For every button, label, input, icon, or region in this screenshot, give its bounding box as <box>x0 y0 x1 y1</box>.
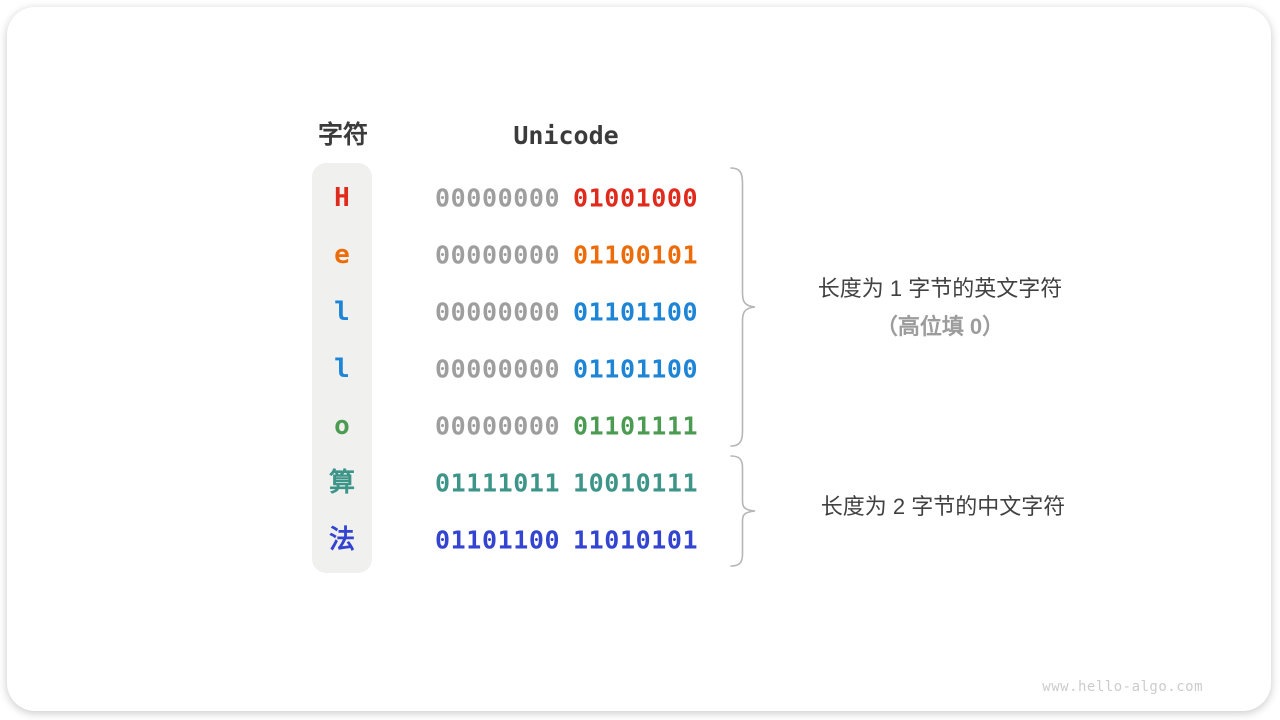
annotation-english-line1: 长度为 1 字节的英文字符 <box>817 276 1063 301</box>
unicode-high-byte: 00000000 <box>435 411 561 440</box>
encoding-row-e: e 00000000 01100101 <box>7 226 1280 283</box>
diagram-card: 字符 Unicode H 00000000 01001000 e 0000000… <box>7 7 1271 711</box>
annotation-chinese-chars: 长度为 2 字节的中文字符 <box>783 496 1103 518</box>
encoding-row-fa: 法 01101100 11010101 <box>7 511 1280 568</box>
unicode-low-byte: 01101100 <box>573 354 699 383</box>
encoding-table: H 00000000 01001000 e 00000000 01100101 … <box>7 169 1280 568</box>
unicode-high-byte: 01111011 <box>435 468 561 497</box>
annotation-chinese-line1: 长度为 2 字节的中文字符 <box>820 494 1066 519</box>
unicode-low-byte: 01001000 <box>573 183 699 212</box>
column-header-character: 字符 <box>317 121 368 149</box>
annotation-english-line2: （高位填 0） <box>875 314 1005 339</box>
column-header-unicode: Unicode <box>513 121 619 150</box>
unicode-high-byte: 00000000 <box>435 183 561 212</box>
unicode-low-byte: 10010111 <box>573 468 699 497</box>
brace-group1-icon <box>729 167 759 447</box>
encoding-row-l2: l 00000000 01101100 <box>7 340 1280 397</box>
annotation-english-chars: 长度为 1 字节的英文字符 （高位填 0） <box>780 278 1100 338</box>
unicode-low-byte: 01101111 <box>573 411 699 440</box>
character-column-background <box>312 163 372 573</box>
character-cell: H <box>334 182 350 213</box>
encoding-row-l1: l 00000000 01101100 <box>7 283 1280 340</box>
unicode-high-byte: 00000000 <box>435 354 561 383</box>
brace-group2-icon <box>729 455 759 567</box>
unicode-high-byte: 00000000 <box>435 240 561 269</box>
character-cell: 法 <box>328 524 355 555</box>
unicode-low-byte: 01100101 <box>573 240 699 269</box>
encoding-row-o: o 00000000 01101111 <box>7 397 1280 454</box>
encoding-row-suan: 算 01111011 10010111 <box>7 454 1280 511</box>
character-cell: e <box>334 239 350 270</box>
watermark-url: www.hello-algo.com <box>1042 679 1203 695</box>
character-cell: l <box>334 353 350 384</box>
character-cell: o <box>334 410 350 441</box>
character-cell: l <box>334 296 350 327</box>
unicode-high-byte: 00000000 <box>435 297 561 326</box>
character-cell: 算 <box>328 467 355 498</box>
encoding-row-H: H 00000000 01001000 <box>7 169 1280 226</box>
unicode-high-byte: 01101100 <box>435 525 561 554</box>
unicode-low-byte: 11010101 <box>573 525 699 554</box>
unicode-low-byte: 01101100 <box>573 297 699 326</box>
